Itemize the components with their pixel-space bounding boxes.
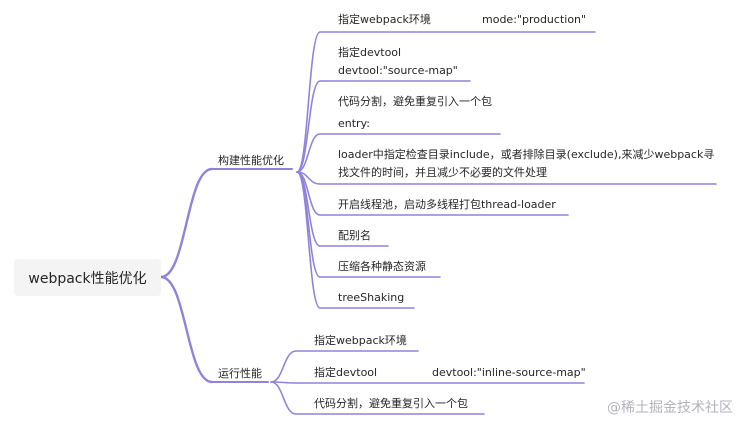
child-1-0-line-0[interactable]: 指定webpack环境 (314, 334, 407, 347)
child-1-1-line-0[interactable]: 指定devtool (314, 366, 378, 379)
watermark: @稀土掘金技术社区 (607, 400, 733, 416)
child-0-4-line-0[interactable]: 开启线程池，启动多线程打包thread-loader (338, 198, 556, 211)
edge-1-2 (270, 381, 297, 415)
child-0-1-line-0[interactable]: 指定devtool (338, 46, 402, 59)
child-0-2-line-1[interactable]: entry: (338, 117, 370, 130)
child-0-3-line-1[interactable]: 找文件的时间，并且减少不必要的文件处理 (338, 166, 547, 179)
root-node[interactable]: webpack性能优化 (14, 259, 161, 296)
edge-0-6 (296, 171, 321, 278)
branch-label-0[interactable]: 构建性能优化 (218, 154, 284, 167)
edge-root-branch-1 (159, 275, 214, 384)
branch-label-1[interactable]: 运行性能 (218, 367, 262, 380)
edge-1-0 (270, 350, 297, 383)
child-1-1-aside[interactable]: devtool:"inline-source-map" (432, 366, 586, 379)
edge-0-0 (296, 31, 321, 173)
child-0-1-line-1[interactable]: devtool:"source-map" (338, 64, 458, 77)
edge-root-branch-0 (159, 167, 214, 279)
child-0-7-line-0[interactable]: treeShaking (338, 291, 405, 304)
edge-0-2 (296, 133, 321, 173)
root-label: webpack性能优化 (28, 270, 147, 287)
child-0-2-line-0[interactable]: 代码分割，避免重复引入一个包 (338, 95, 492, 108)
edge-0-1 (296, 80, 321, 173)
child-0-0-line-0[interactable]: 指定webpack环境 (338, 13, 431, 26)
child-0-0-aside[interactable]: mode:"production" (482, 13, 587, 26)
child-1-2-line-0[interactable]: 代码分割，避免重复引入一个包 (314, 397, 468, 410)
child-0-3-line-0[interactable]: loader中指定检查目录include，或者排除目录(exclude),来减少… (338, 148, 715, 161)
child-0-6-line-0[interactable]: 压缩各种静态资源 (338, 260, 426, 273)
edge-0-7 (296, 171, 321, 309)
mindmap-edges (159, 31, 717, 415)
child-0-5-line-0[interactable]: 配别名 (338, 229, 371, 242)
